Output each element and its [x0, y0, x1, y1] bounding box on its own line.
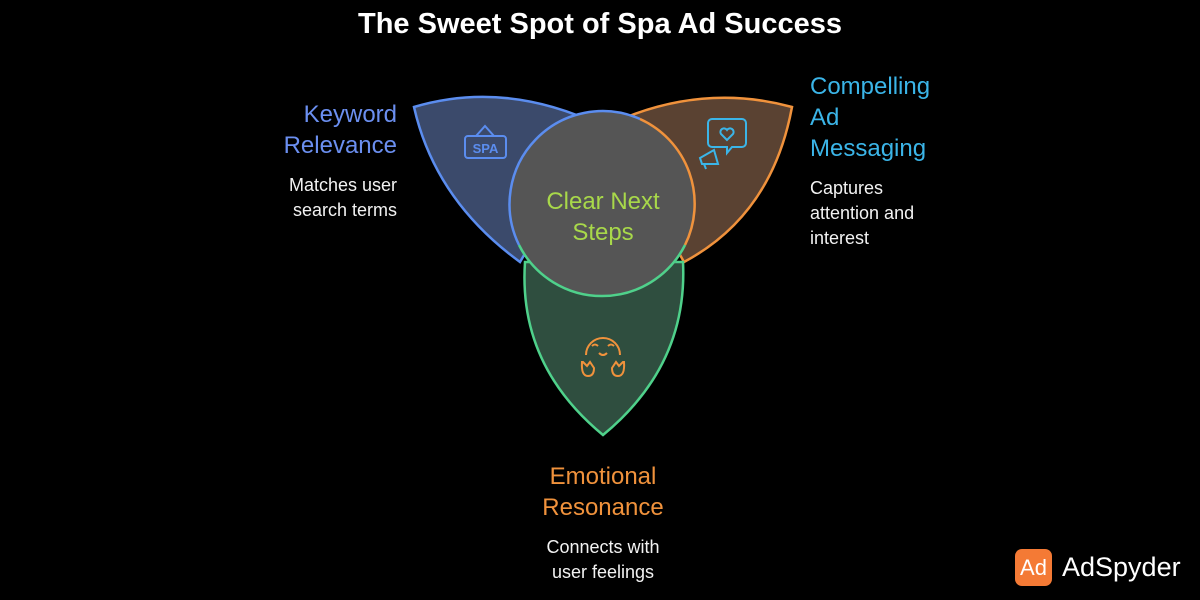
petal-emotional-resonance [523, 260, 685, 437]
brand-name: AdSpyder [1062, 552, 1181, 582]
center-label: Clear Next Steps [503, 186, 703, 248]
center-label-line: Steps [572, 219, 634, 246]
center-label-line: Clear Next [546, 188, 660, 215]
hugging-face-icon [580, 337, 626, 378]
brand-logo-icon: Ad [1015, 549, 1052, 586]
center-circle [510, 111, 696, 297]
spa-sign-icon: SPA [464, 124, 507, 159]
megaphone-heart-icon [698, 118, 747, 170]
diagram-title: The Sweet Spot of Spa Ad Success [358, 8, 842, 40]
svg-text:SPA: SPA [473, 141, 499, 156]
